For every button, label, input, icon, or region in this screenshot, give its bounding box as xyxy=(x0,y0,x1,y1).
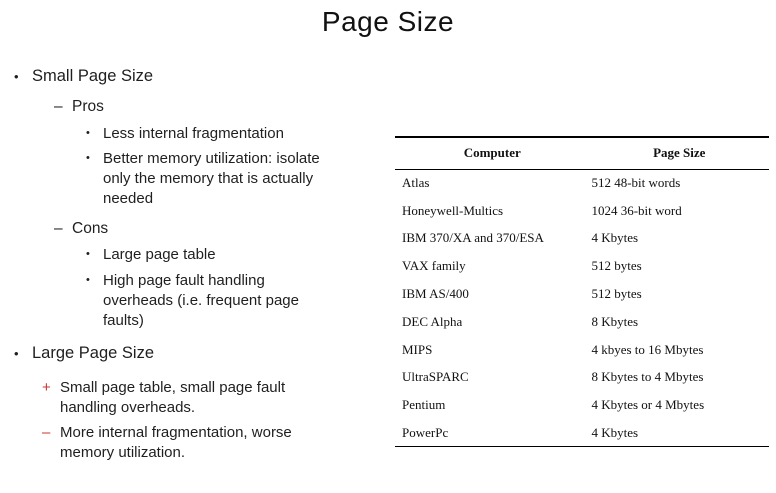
bullet-label: More internal fragmentation, worse memor… xyxy=(60,424,292,461)
bullet-label: Large page table xyxy=(103,246,216,264)
table-row: Honeywell-Multics 1024 36-bit word xyxy=(395,197,769,225)
bullet-dot-icon: • xyxy=(14,69,19,84)
bullet-item-con-1: • Large page table xyxy=(8,245,400,265)
bullet-item-pro-2: • Better memory utilization: isolate onl… xyxy=(8,149,400,208)
bullet-item-large-page-size: • Large Page Size xyxy=(8,343,400,365)
bullet-dot-icon: • xyxy=(86,126,90,139)
bullet-dot-icon: • xyxy=(86,152,90,165)
computer-cell: MIPS xyxy=(402,341,433,357)
column-header-page-size: Page Size xyxy=(589,137,769,170)
table-body: Atlas 512 48-bit words Honeywell-Multics… xyxy=(395,169,769,447)
bullet-dot-icon: • xyxy=(86,248,90,261)
table-row: Atlas 512 48-bit words xyxy=(395,169,769,197)
bullet-dot-icon: • xyxy=(86,273,90,286)
bullet-item-con-2: • High page fault handling overheads (i.… xyxy=(8,271,400,330)
page-title: Page Size xyxy=(321,6,455,37)
bullet-dot-icon: • xyxy=(14,346,19,362)
bullet-label: Pros xyxy=(72,98,104,116)
computer-cell: UltraSPARC xyxy=(402,369,469,385)
bullet-label: Large Page Size xyxy=(32,344,155,363)
bullet-item-large-minus: – More internal fragmentation, worse mem… xyxy=(8,423,400,463)
table-header: Computer Page Size xyxy=(395,137,769,170)
page-size-table: Computer Page Size Atlas 512 48-bit word… xyxy=(395,136,769,448)
page-size-cell: 512 48-bit words xyxy=(591,175,681,191)
plus-icon: + xyxy=(42,379,51,397)
page-size-cell: 8 Kbytes xyxy=(591,313,639,329)
page-size-cell: 4 Kbytes or 4 Mbytes xyxy=(591,397,705,413)
page-size-cell: 512 bytes xyxy=(591,286,642,302)
dash-icon: – xyxy=(54,219,63,237)
table-row: MIPS 4 kbyes to 16 Mbytes xyxy=(395,336,769,364)
computer-cell: IBM AS/400 xyxy=(402,286,469,302)
computer-cell: IBM 370/XA and 370/ESA xyxy=(402,230,544,246)
table-row: IBM AS/400 512 bytes xyxy=(395,280,769,308)
bullet-label: Small page table, small page fault handl… xyxy=(60,379,286,417)
table-row: Pentium 4 Kbytes or 4 Mbytes xyxy=(395,391,769,419)
computer-cell: PowerPc xyxy=(402,424,449,440)
computer-cell: Honeywell-Multics xyxy=(402,202,504,218)
table-header-row: Computer Page Size xyxy=(395,137,769,170)
table-row: VAX family 512 bytes xyxy=(395,252,769,280)
dash-icon: – xyxy=(54,98,63,116)
bullet-label: Small Page Size xyxy=(32,67,154,85)
bullet-label: Better memory utilization: isolate only … xyxy=(103,150,320,207)
bullet-item-small-page-size: • Small Page Size xyxy=(8,66,400,88)
table-row: UltraSPARC 8 Kbytes to 4 Mbytes xyxy=(395,364,769,392)
computer-cell: VAX family xyxy=(402,258,466,274)
bullet-item-pro-1: • Less internal fragmentation xyxy=(8,124,400,144)
table-row: PowerPc 4 Kbytes xyxy=(395,419,769,447)
bullet-item-large-plus: + Small page table, small page fault han… xyxy=(8,378,400,418)
bullet-label: Less internal fragmentation xyxy=(103,124,284,142)
page-size-cell: 4 Kbytes xyxy=(591,230,639,246)
table-row: IBM 370/XA and 370/ESA 4 Kbytes xyxy=(395,225,769,253)
page-size-cell: 8 Kbytes to 4 Mbytes xyxy=(591,369,704,385)
bullet-item-pros: – Pros xyxy=(8,97,400,117)
page-size-cell: 4 kbyes to 16 Mbytes xyxy=(591,341,704,357)
minus-icon: – xyxy=(42,424,51,442)
column-header-computer: Computer xyxy=(395,137,590,170)
table-row: DEC Alpha 8 Kbytes xyxy=(395,308,769,336)
bullet-item-cons: – Cons xyxy=(8,219,400,239)
bullet-label: Cons xyxy=(72,219,109,237)
outline: • Small Page Size – Pros • Less internal… xyxy=(8,66,400,463)
page-size-cell: 4 Kbytes xyxy=(591,424,639,440)
computer-cell: Pentium xyxy=(402,397,446,413)
bullet-label: High page fault handling overheads (i.e.… xyxy=(103,271,299,329)
computer-cell: DEC Alpha xyxy=(402,313,463,329)
page-size-cell: 1024 36-bit word xyxy=(591,202,682,218)
page-size-cell: 512 bytes xyxy=(591,258,642,274)
computer-cell: Atlas xyxy=(402,175,430,191)
